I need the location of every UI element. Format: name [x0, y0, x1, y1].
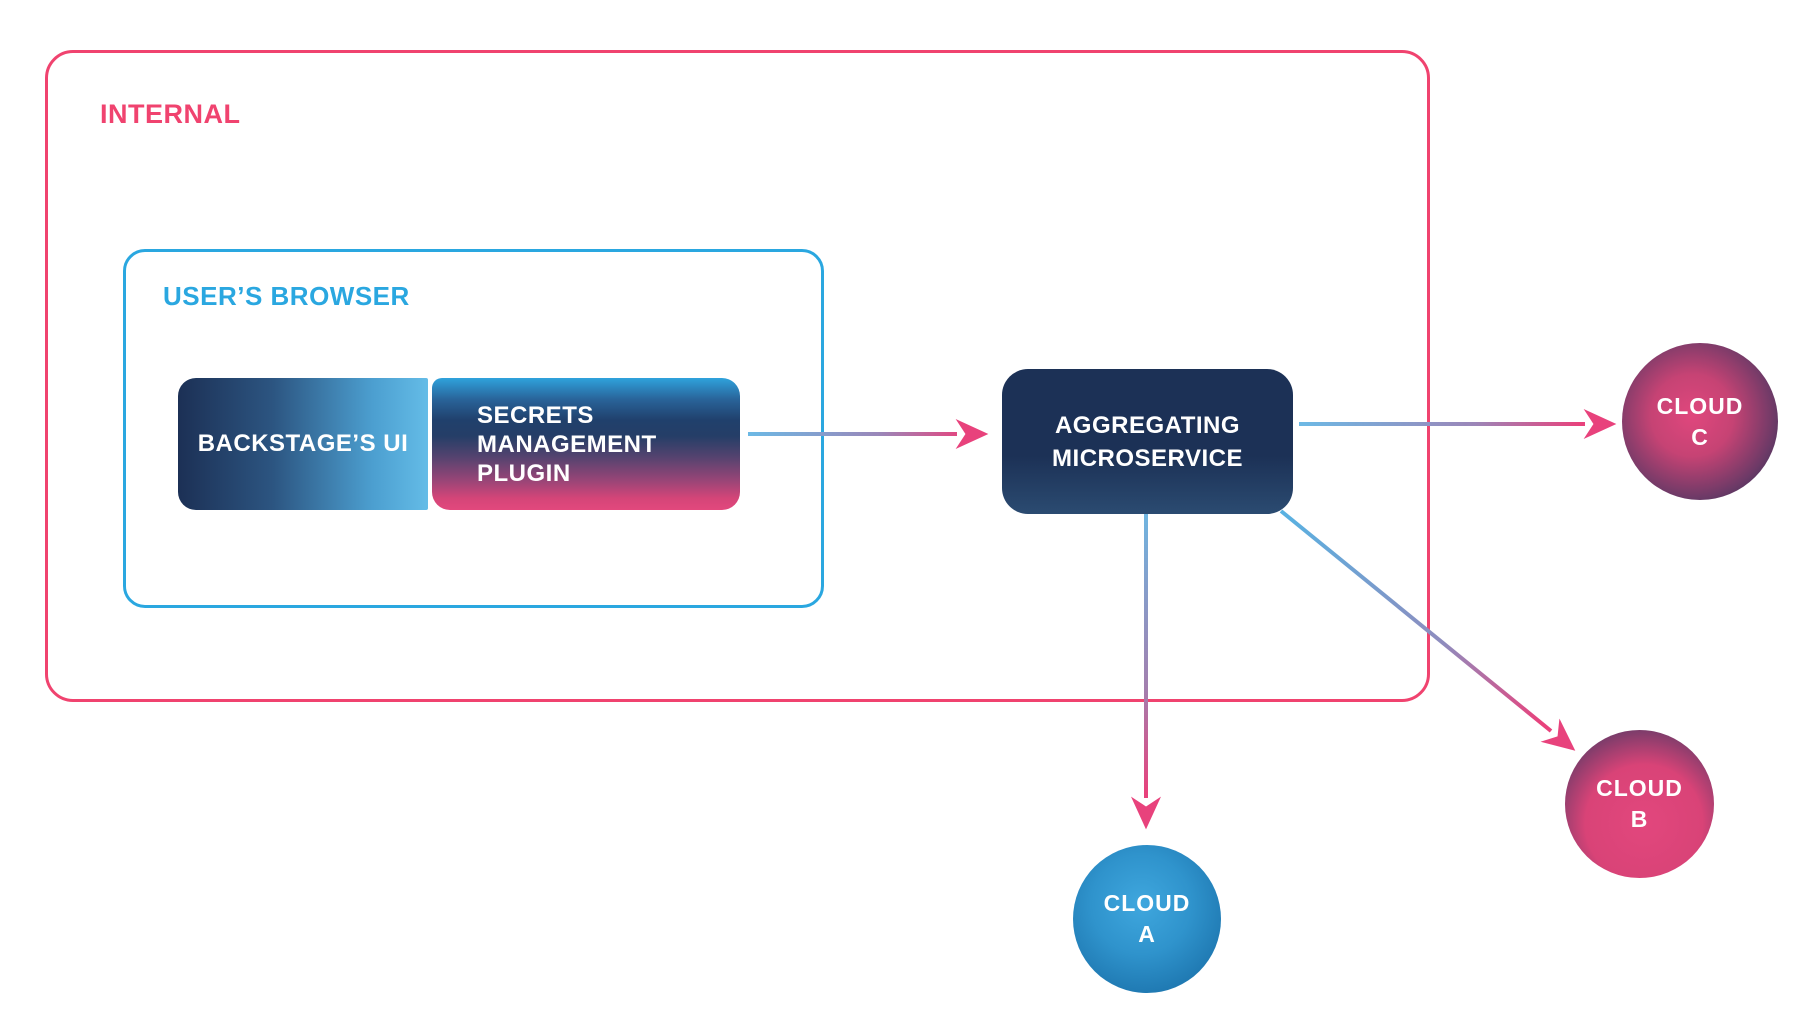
- secrets-management-plugin-node: SECRETS MANAGEMENT PLUGIN: [432, 378, 740, 510]
- cloud-b-label-line: CLOUD: [1596, 775, 1683, 801]
- users-browser-box: [123, 249, 824, 608]
- backstage-ui-label: BACKSTAGE’S UI: [197, 430, 409, 457]
- cloud-a-node: CLOUD A: [1073, 845, 1221, 993]
- cloud-a-label-line: CLOUD: [1103, 890, 1191, 916]
- cloud-c-label-line: CLOUD: [1656, 392, 1744, 419]
- backstage-ui-node: BACKSTAGE’S UI: [178, 378, 428, 510]
- microservice-label-line: AGGREGATING: [1054, 411, 1241, 439]
- aggregating-microservice-node: AGGREGATING MICROSERVICE: [1002, 369, 1293, 514]
- cloud-a-label-line: A: [1138, 921, 1156, 947]
- internal-boundary-box: [45, 50, 1430, 702]
- plugin-label-line: SECRETS: [477, 401, 594, 429]
- cloud-c-label-line: C: [1691, 423, 1709, 450]
- plugin-label-line: PLUGIN: [477, 459, 571, 487]
- plugin-label-line: MANAGEMENT: [477, 430, 657, 458]
- cloud-b-label-line: B: [1630, 806, 1649, 832]
- cloud-b-node: CLOUD B: [1565, 730, 1714, 878]
- microservice-label-line: MICROSERVICE: [1052, 444, 1243, 472]
- cloud-c-node: CLOUD C: [1622, 343, 1778, 500]
- users-browser-label: USER’S BROWSER: [163, 281, 410, 311]
- internal-label: INTERNAL: [100, 99, 241, 129]
